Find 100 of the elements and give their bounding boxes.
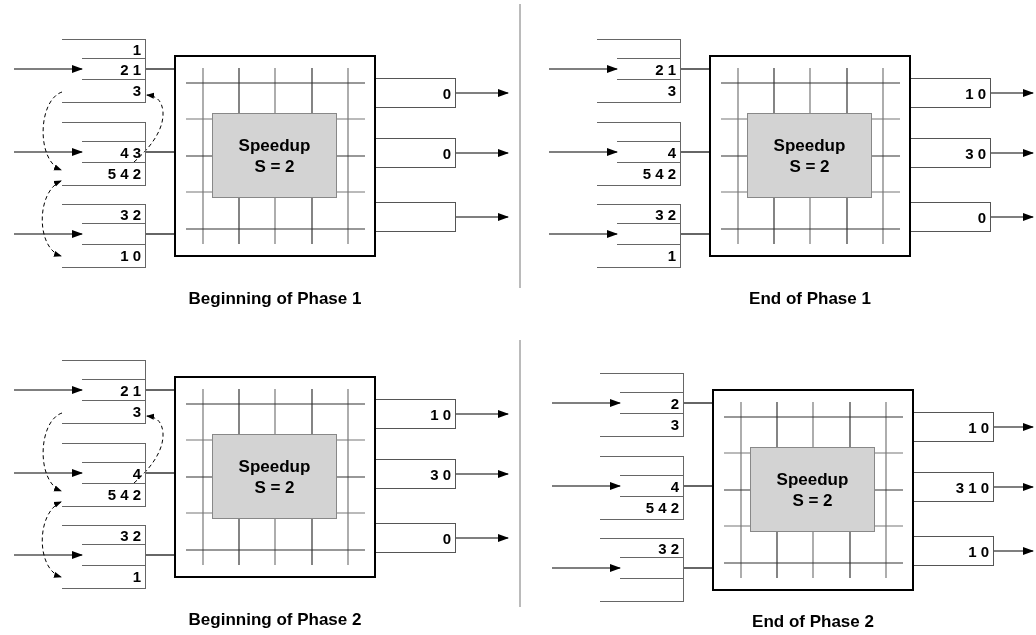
connector-line bbox=[145, 68, 175, 70]
connector-line bbox=[145, 472, 175, 474]
connector-line bbox=[683, 567, 713, 569]
cell-transfer-arrow bbox=[133, 93, 164, 163]
output-queue: 0 bbox=[376, 78, 456, 108]
queue-slot bbox=[82, 223, 146, 245]
output-arrow bbox=[455, 149, 509, 157]
output-arrow bbox=[993, 483, 1034, 491]
phase-caption: End of Phase 2 bbox=[752, 611, 874, 633]
phase-caption: End of Phase 1 bbox=[749, 288, 871, 310]
input-arrow bbox=[548, 230, 618, 238]
output-queue: 0 bbox=[376, 138, 456, 168]
queue-slot bbox=[62, 360, 146, 380]
queue-slot bbox=[62, 443, 146, 463]
connector-line bbox=[683, 485, 713, 487]
speedup-box bbox=[747, 113, 872, 198]
phase-caption: Beginning of Phase 1 bbox=[188, 288, 362, 310]
output-queue bbox=[376, 202, 456, 232]
output-queue: 0 bbox=[911, 202, 991, 232]
phase-caption: Beginning of Phase 2 bbox=[188, 609, 362, 631]
queue-slot bbox=[620, 557, 684, 579]
queue-slot: 3 bbox=[597, 79, 681, 103]
input-arrow bbox=[551, 482, 621, 490]
output-arrow bbox=[993, 423, 1034, 431]
output-queue: 3 1 0 bbox=[914, 472, 994, 502]
switch-fabric-box bbox=[174, 55, 376, 257]
queue-slot: 2 1 bbox=[82, 379, 146, 401]
connector-line bbox=[680, 151, 710, 153]
queue-slot bbox=[597, 122, 681, 142]
cell-transfer-arrow bbox=[133, 414, 164, 484]
output-queue: 1 0 bbox=[911, 78, 991, 108]
connector-line bbox=[145, 151, 175, 153]
connector-line bbox=[145, 233, 175, 235]
cell-transfer-arrow bbox=[42, 91, 63, 171]
queue-slot: 4 bbox=[620, 475, 684, 497]
speedup-label: Speedup S = 2 bbox=[772, 134, 847, 177]
output-queue: 1 0 bbox=[376, 399, 456, 429]
connector-line bbox=[680, 68, 710, 70]
queue-slot: 1 bbox=[597, 244, 681, 268]
queue-slot: 2 1 bbox=[617, 58, 681, 80]
queue-slot bbox=[617, 223, 681, 245]
connector-line bbox=[683, 402, 713, 404]
output-arrow bbox=[455, 470, 509, 478]
output-queue: 3 0 bbox=[376, 459, 456, 489]
queue-slot bbox=[600, 456, 684, 476]
cell-transfer-arrow bbox=[42, 412, 63, 492]
queue-slot: 3 bbox=[62, 400, 146, 424]
input-arrow bbox=[13, 551, 83, 559]
queue-slot bbox=[600, 373, 684, 393]
output-queue: 1 0 bbox=[914, 536, 994, 566]
switch-fabric-box bbox=[709, 55, 911, 257]
input-arrow bbox=[551, 564, 621, 572]
cell-transfer-arrow bbox=[41, 180, 62, 257]
output-queue: 3 0 bbox=[911, 138, 991, 168]
input-arrow bbox=[548, 148, 618, 156]
connector-line bbox=[680, 233, 710, 235]
queue-slot: 3 2 bbox=[62, 204, 146, 224]
queue-slot: 4 bbox=[617, 141, 681, 163]
speedup-box bbox=[212, 434, 337, 519]
queue-slot: 5 4 2 bbox=[600, 496, 684, 520]
queue-slot bbox=[600, 578, 684, 602]
output-arrow bbox=[990, 213, 1034, 221]
output-arrow bbox=[455, 534, 509, 542]
queue-slot bbox=[597, 39, 681, 59]
output-arrow bbox=[455, 213, 509, 221]
speedup-label: Speedup S = 2 bbox=[237, 134, 312, 177]
switch-fabric-box bbox=[712, 389, 914, 591]
queue-slot: 5 4 2 bbox=[62, 162, 146, 186]
input-arrow bbox=[13, 230, 83, 238]
switch-fabric-box bbox=[174, 376, 376, 578]
queue-slot: 5 4 2 bbox=[597, 162, 681, 186]
speedup-box bbox=[750, 447, 875, 532]
input-arrow bbox=[13, 469, 83, 477]
queue-slot: 3 2 bbox=[600, 538, 684, 558]
connector-line bbox=[145, 389, 175, 391]
input-arrow bbox=[13, 386, 83, 394]
output-arrow bbox=[455, 410, 509, 418]
input-arrow bbox=[548, 65, 618, 73]
queue-slot: 1 bbox=[62, 565, 146, 589]
queue-slot bbox=[62, 122, 146, 142]
speedup-box bbox=[212, 113, 337, 198]
queue-slot: 3 bbox=[600, 413, 684, 437]
queue-slot: 5 4 2 bbox=[62, 483, 146, 507]
connector-line bbox=[145, 554, 175, 556]
queue-slot: 3 2 bbox=[597, 204, 681, 224]
queue-slot: 2 bbox=[620, 392, 684, 414]
output-arrow bbox=[990, 89, 1034, 97]
queue-slot: 4 bbox=[82, 462, 146, 484]
queue-slot: 3 2 bbox=[62, 525, 146, 545]
queue-slot: 1 0 bbox=[62, 244, 146, 268]
output-queue: 1 0 bbox=[914, 412, 994, 442]
input-arrow bbox=[13, 65, 83, 73]
cell-transfer-arrow bbox=[41, 501, 62, 578]
output-arrow bbox=[455, 89, 509, 97]
speedup-label: Speedup S = 2 bbox=[237, 455, 312, 498]
output-arrow bbox=[993, 547, 1034, 555]
input-arrow bbox=[551, 399, 621, 407]
queue-slot bbox=[82, 544, 146, 566]
queue-slot: 1 bbox=[62, 39, 146, 59]
speedup-label: Speedup S = 2 bbox=[775, 468, 850, 511]
